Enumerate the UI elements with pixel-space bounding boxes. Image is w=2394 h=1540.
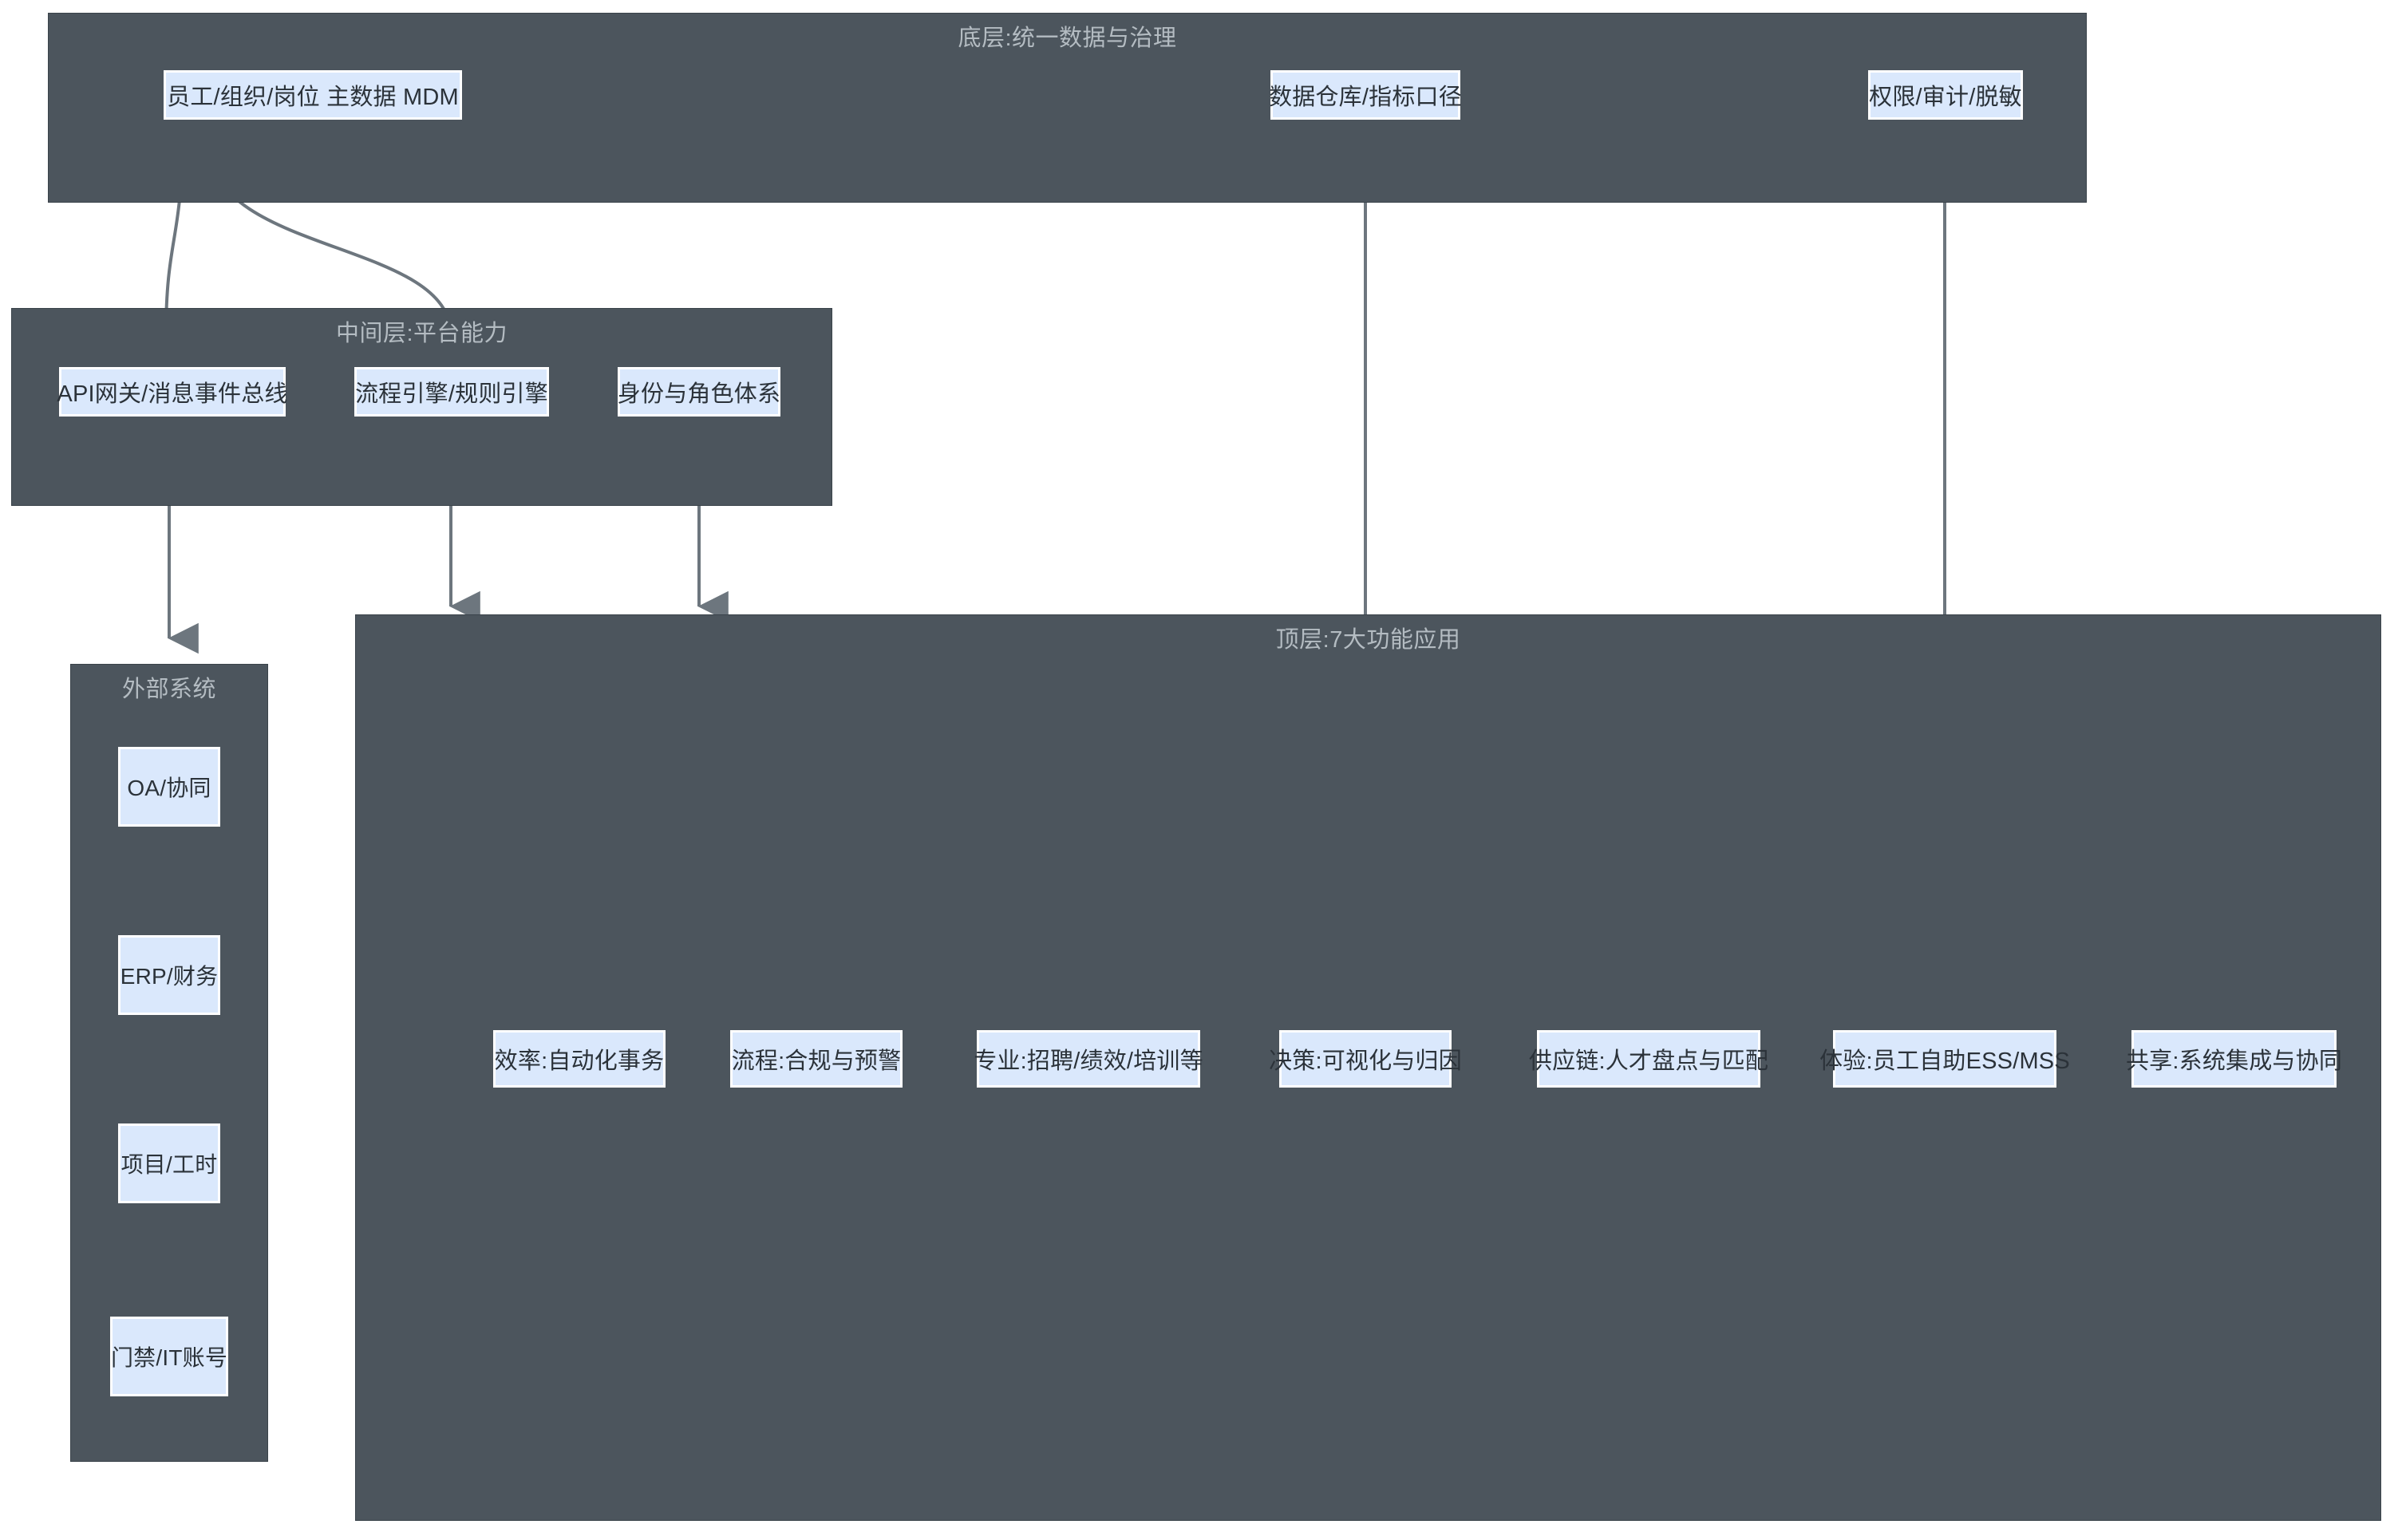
node-api-gateway[interactable]: API网关/消息事件总线	[57, 367, 287, 417]
node-oa-collaboration[interactable]: OA/协同	[118, 747, 220, 827]
node-access-it-account[interactable]: 门禁/IT账号	[110, 1317, 228, 1396]
node-app-professional[interactable]: 专业:招聘/绩效/培训等	[974, 1030, 1203, 1088]
node-app-efficiency[interactable]: 效率:自动化事务	[493, 1030, 666, 1088]
node-app-supply-chain[interactable]: 供应链:人才盘点与匹配	[1529, 1030, 1768, 1088]
node-mdm[interactable]: 员工/组织/岗位 主数据 MDM	[164, 70, 462, 120]
node-data-warehouse[interactable]: 数据仓库/指标口径	[1269, 70, 1462, 120]
layer-title-top: 顶层:7大功能应用	[1275, 627, 1461, 653]
node-project-timesheet[interactable]: 项目/工时	[118, 1123, 220, 1203]
node-app-decision[interactable]: 决策:可视化与归因	[1269, 1030, 1462, 1088]
layer-title-middle: 中间层:平台能力	[335, 321, 508, 346]
layer-title-external: 外部系统	[121, 677, 216, 702]
node-identity-role-system[interactable]: 身份与角色体系	[618, 367, 780, 417]
node-app-process[interactable]: 流程:合规与预警	[730, 1030, 903, 1088]
layer-panel-bottom: 底层:统一数据与治理	[48, 13, 2087, 203]
node-app-sharing[interactable]: 共享:系统集成与协同	[2126, 1030, 2342, 1088]
node-permission-audit[interactable]: 权限/审计/脱敏	[1868, 70, 2023, 120]
layer-title-bottom: 底层:统一数据与治理	[958, 26, 1177, 51]
node-app-experience[interactable]: 体验:员工自助ESS/MSS	[1819, 1030, 2070, 1088]
node-erp-finance[interactable]: ERP/财务	[118, 935, 220, 1015]
node-process-rule-engine[interactable]: 流程引擎/规则引擎	[354, 367, 549, 417]
